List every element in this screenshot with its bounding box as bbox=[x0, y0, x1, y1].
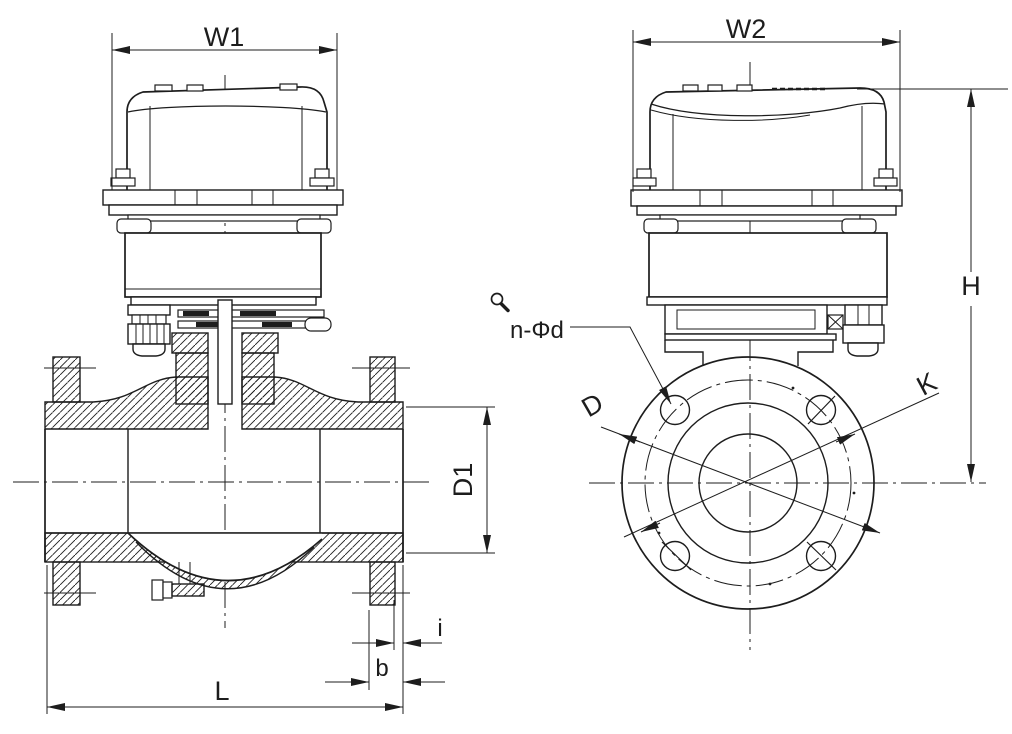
dim-label-w1: W1 bbox=[204, 22, 245, 52]
dim-d: D bbox=[577, 387, 881, 534]
side-actuator bbox=[630, 84, 903, 366]
side-actuator-bolts bbox=[632, 168, 898, 187]
dim-label-h: H bbox=[961, 271, 981, 301]
dim-label-n-phi-d: n-Φd bbox=[510, 317, 564, 344]
dim-label-d1: D1 bbox=[448, 463, 478, 498]
dim-i: i bbox=[352, 600, 443, 650]
dim-label-d: D bbox=[577, 387, 609, 423]
front-actuator bbox=[102, 83, 344, 357]
valve-stem bbox=[217, 299, 233, 405]
bolt-circle bbox=[644, 379, 852, 587]
dim-w2: W2 bbox=[632, 14, 901, 192]
dim-label-b: b bbox=[375, 655, 388, 682]
front-stem-bracket bbox=[177, 309, 332, 332]
dim-label-k: K bbox=[912, 367, 942, 402]
dim-k: K bbox=[623, 367, 942, 538]
front-view: W1 D1 i b L bbox=[13, 22, 495, 714]
dim-h: H bbox=[857, 88, 1008, 482]
dim-label-w2: W2 bbox=[726, 14, 767, 44]
side-mounting-bracket bbox=[630, 189, 903, 234]
dim-l: L bbox=[46, 565, 404, 714]
dim-b: b bbox=[325, 610, 445, 690]
dim-w1: W1 bbox=[111, 22, 338, 190]
bolt-holes bbox=[659, 394, 837, 572]
magnifier-icon bbox=[490, 292, 510, 313]
raised-face-circle bbox=[667, 402, 829, 564]
flange-end-view bbox=[621, 356, 875, 610]
dim-label-l: L bbox=[214, 676, 229, 706]
dim-label-i: i bbox=[437, 615, 442, 642]
dim-n-phi-d: n-Φd bbox=[510, 317, 672, 405]
bolt-circle-ticks bbox=[657, 386, 856, 586]
front-cable-gland bbox=[127, 304, 171, 357]
side-view: W2 H D K n-Φd bbox=[490, 14, 1008, 650]
dim-d1: D1 bbox=[406, 406, 495, 554]
bore-circle bbox=[698, 433, 798, 533]
front-actuator-bolts bbox=[110, 168, 335, 187]
front-mounting-bracket bbox=[102, 189, 344, 234]
drain-bolt bbox=[151, 562, 205, 601]
side-stem-bracket bbox=[664, 304, 837, 366]
flange-outer-circle bbox=[621, 356, 875, 610]
front-valve-body bbox=[44, 299, 410, 606]
side-cable-gland bbox=[827, 304, 885, 357]
